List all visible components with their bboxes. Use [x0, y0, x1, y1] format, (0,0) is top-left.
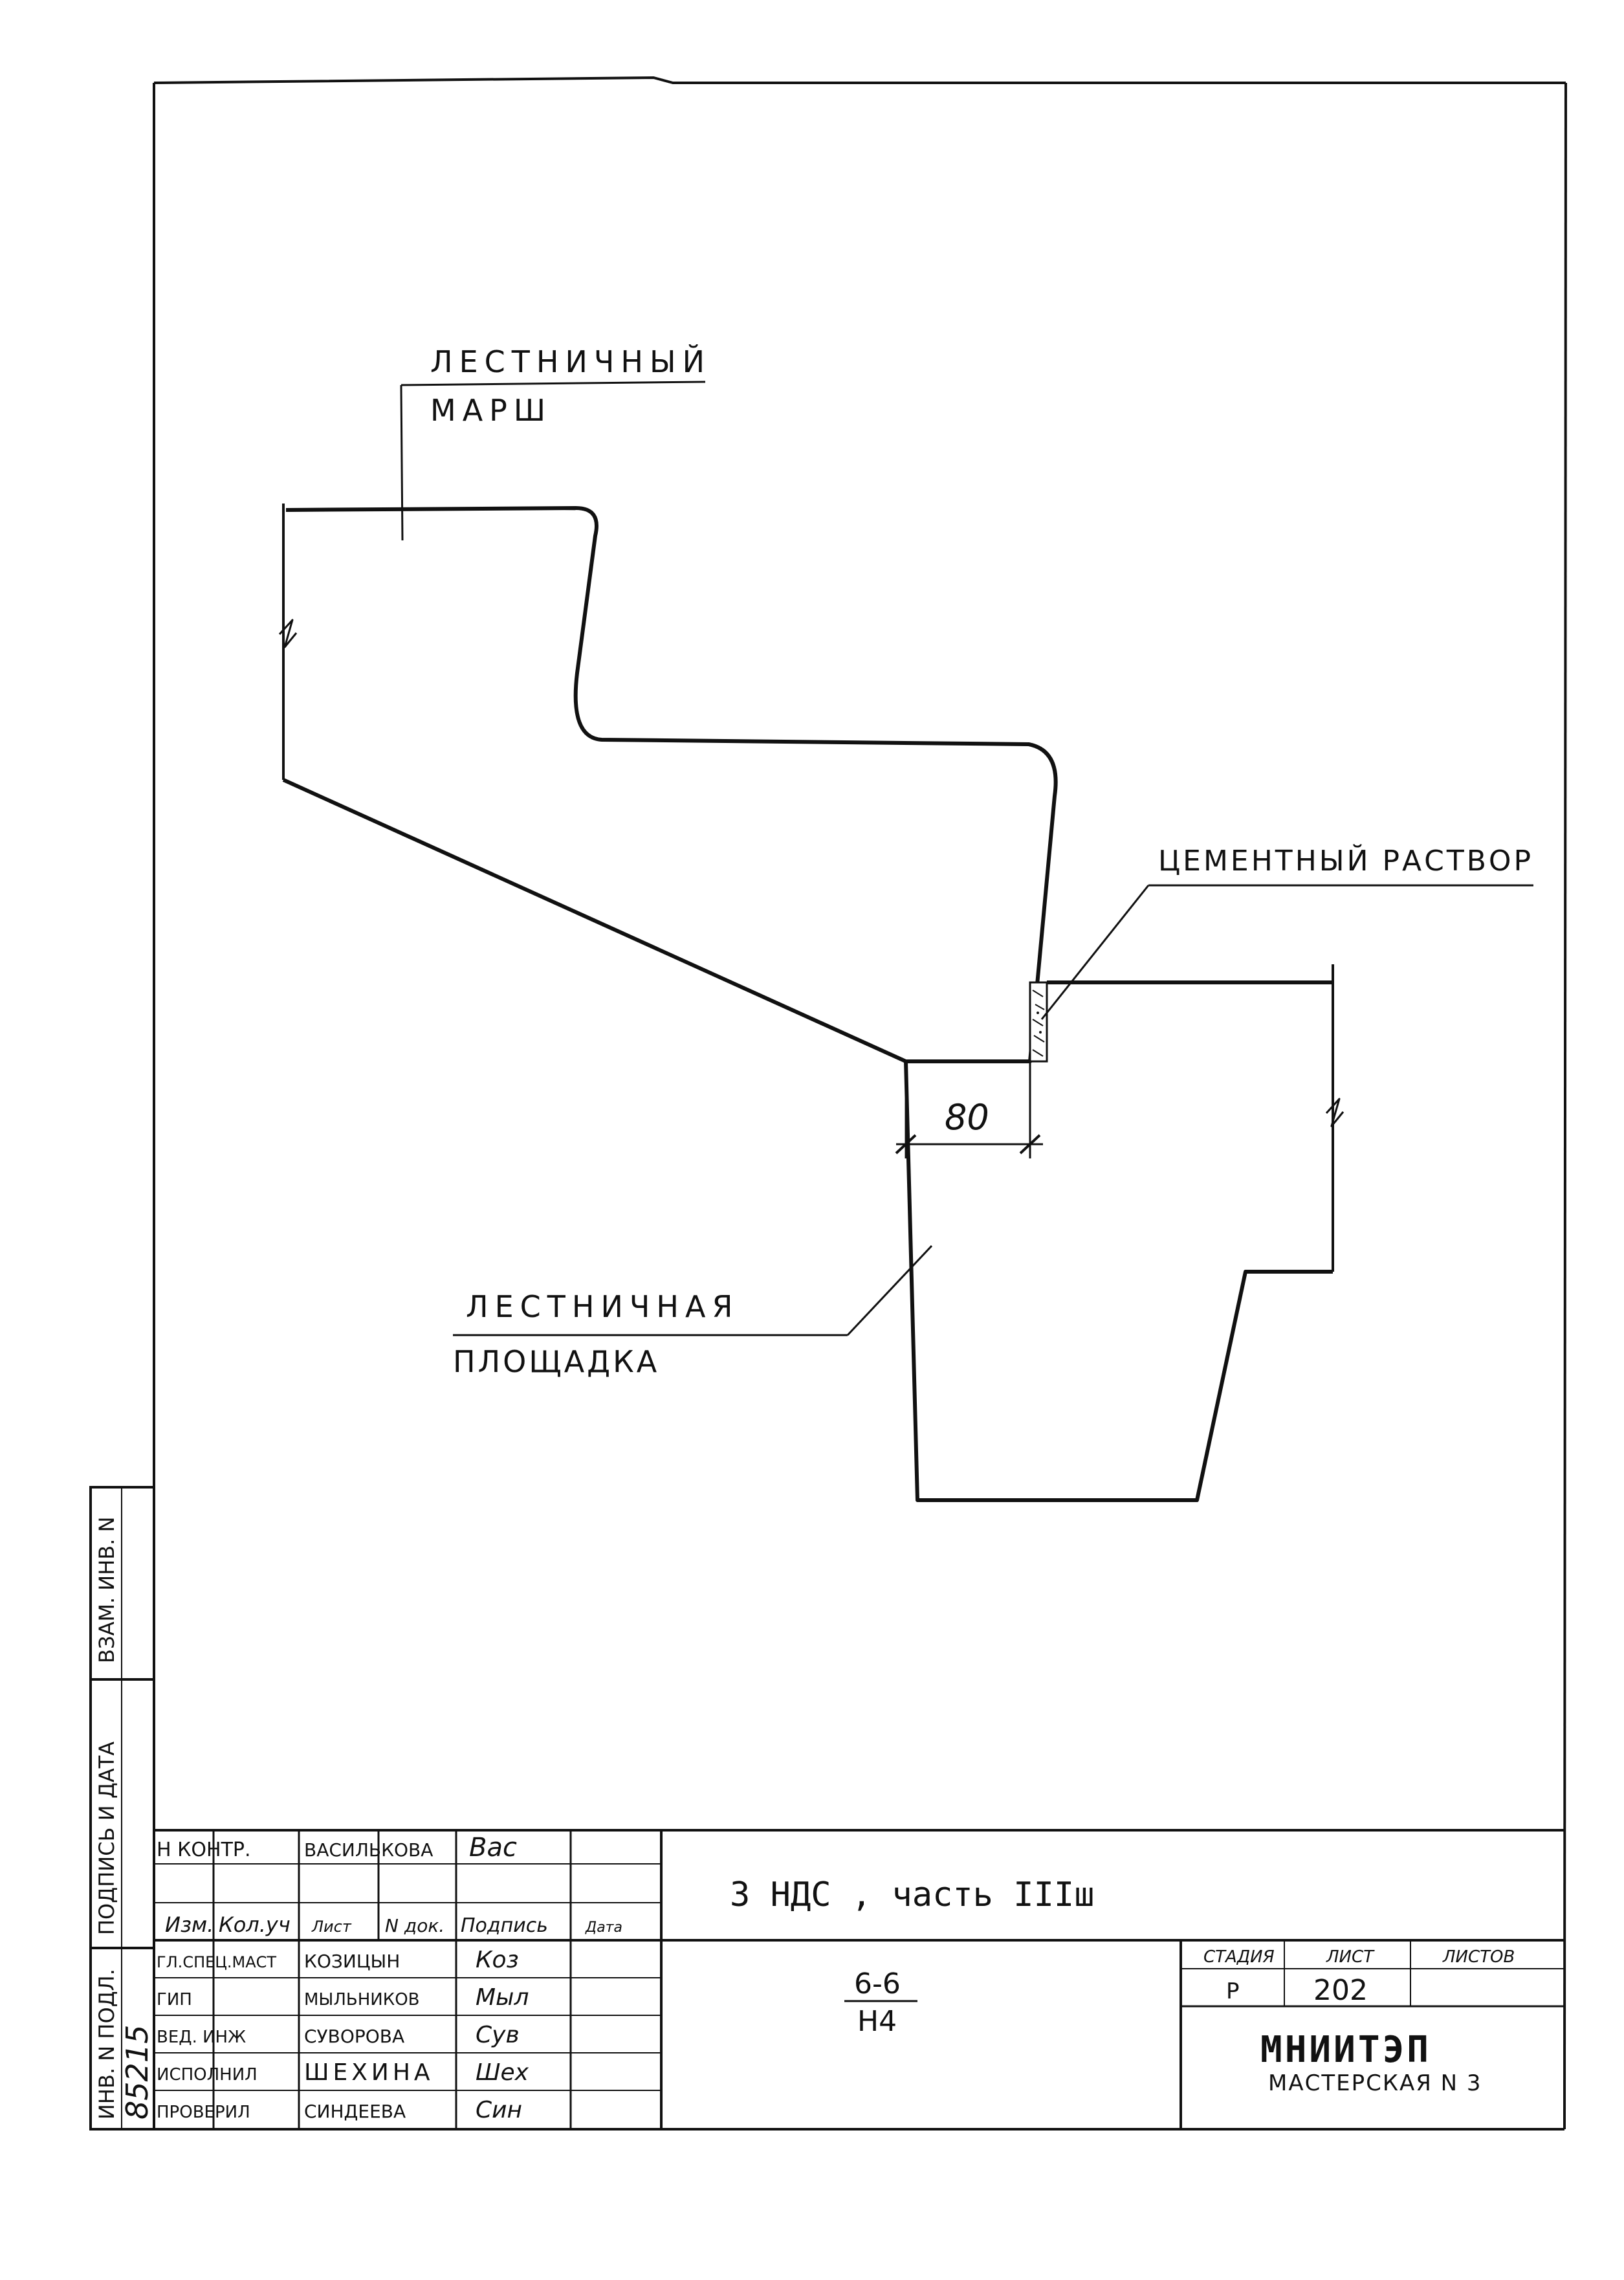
tb-role: ГЛ.СПЕЦ.МАСТ — [157, 1953, 276, 1971]
stair-flight-outline — [278, 504, 1058, 1063]
dimension-line — [895, 1061, 1043, 1158]
section-sub: Н4 — [857, 2005, 897, 2038]
tb-role: ГИП — [157, 1990, 192, 2009]
tb-sign: Шех — [476, 2059, 529, 2086]
tb-name: МЫЛЬНИКОВ — [304, 1990, 420, 2009]
tb-name: СУВОРОВА — [304, 2026, 404, 2047]
side-stamp-frame — [89, 1486, 155, 2131]
leader-landing — [453, 1245, 933, 1336]
tb-name: ШЕХИНА — [304, 2059, 434, 2086]
cement-mortar-hatch — [1029, 981, 1048, 1063]
tb-personnel-rows: ГЛ.СПЕЦ.МАСТ КОЗИЦЫН Коз ГИП МЫЛЬНИКОВ М… — [157, 1947, 529, 2123]
project-title: 3 НДС , часть IIIш — [730, 1876, 1095, 1914]
section-number: 6-6 — [854, 1967, 901, 2000]
tb-header-list: Лист — [311, 1918, 352, 1936]
leader-mortar — [1040, 884, 1533, 1020]
tb-sign: Сув — [476, 2022, 520, 2048]
side-signature-date: ПОДПИСЬ И ДАТА — [94, 1742, 119, 1935]
leader-flight — [400, 381, 706, 541]
tb-sign: Син — [476, 2097, 522, 2123]
tb-role-n-kontr: Н КОНТР. — [157, 1839, 251, 1861]
dimension-80: 80 — [945, 1097, 989, 1138]
stair-landing-outline — [904, 964, 1344, 1502]
org-name: МНИИТЭП — [1260, 2029, 1431, 2071]
tb-role: ПРОВЕРИЛ — [157, 2103, 250, 2122]
tb-header-kol-uch: Кол.уч — [219, 1912, 291, 1937]
sheet-label: ЛИСТ — [1326, 1947, 1375, 1967]
sheets-label: ЛИСТОВ — [1442, 1947, 1515, 1967]
tb-role: ИСПОЛНИЛ — [157, 2065, 258, 2085]
tb-header-izm: Изм. — [165, 1912, 214, 1937]
sheet-value: 202 — [1313, 1974, 1368, 2007]
org-sub: МАСТЕРСКАЯ N 3 — [1268, 2070, 1482, 2096]
title-block-grid — [154, 1829, 1564, 2129]
tb-sign-n-kontr: Вас — [469, 1833, 517, 1863]
label-flight-line2: МАРШ — [430, 393, 552, 428]
stage-value: Р — [1226, 1978, 1240, 2004]
label-landing-line1: ЛЕСТНИЧНАЯ — [466, 1289, 739, 1324]
label-mortar: ЦЕМЕНТНЫЙ РАСТВОР — [1158, 843, 1533, 878]
tb-header-n-dok: N док. — [385, 1915, 444, 1936]
label-flight-line1: ЛЕСТНИЧНЫЙ — [430, 344, 711, 379]
tb-sign: Коз — [476, 1947, 519, 1973]
tb-name: СИНДЕЕВА — [304, 2101, 406, 2122]
side-inv-podl: ИНВ. N ПОДЛ. — [94, 1969, 119, 2120]
label-landing-line2: ПЛОЩАДКА — [453, 1344, 659, 1379]
side-vzam-inv: ВЗАМ. ИНВ. N — [94, 1516, 119, 1663]
stage-label: СТАДИЯ — [1203, 1947, 1275, 1967]
tb-name-n-kontr: ВАСИЛЬКОВА — [304, 1839, 433, 1861]
tb-role: ВЕД. ИНЖ — [157, 2028, 246, 2047]
tb-header-data: Дата — [585, 1920, 622, 1936]
tb-header-podpis: Подпись — [461, 1914, 548, 1937]
tb-name: КОЗИЦЫН — [304, 1951, 400, 1972]
sheet-frame — [153, 76, 1567, 2131]
tb-sign: Мыл — [476, 1984, 529, 2011]
side-inv-number: 85215 — [120, 2025, 155, 2120]
